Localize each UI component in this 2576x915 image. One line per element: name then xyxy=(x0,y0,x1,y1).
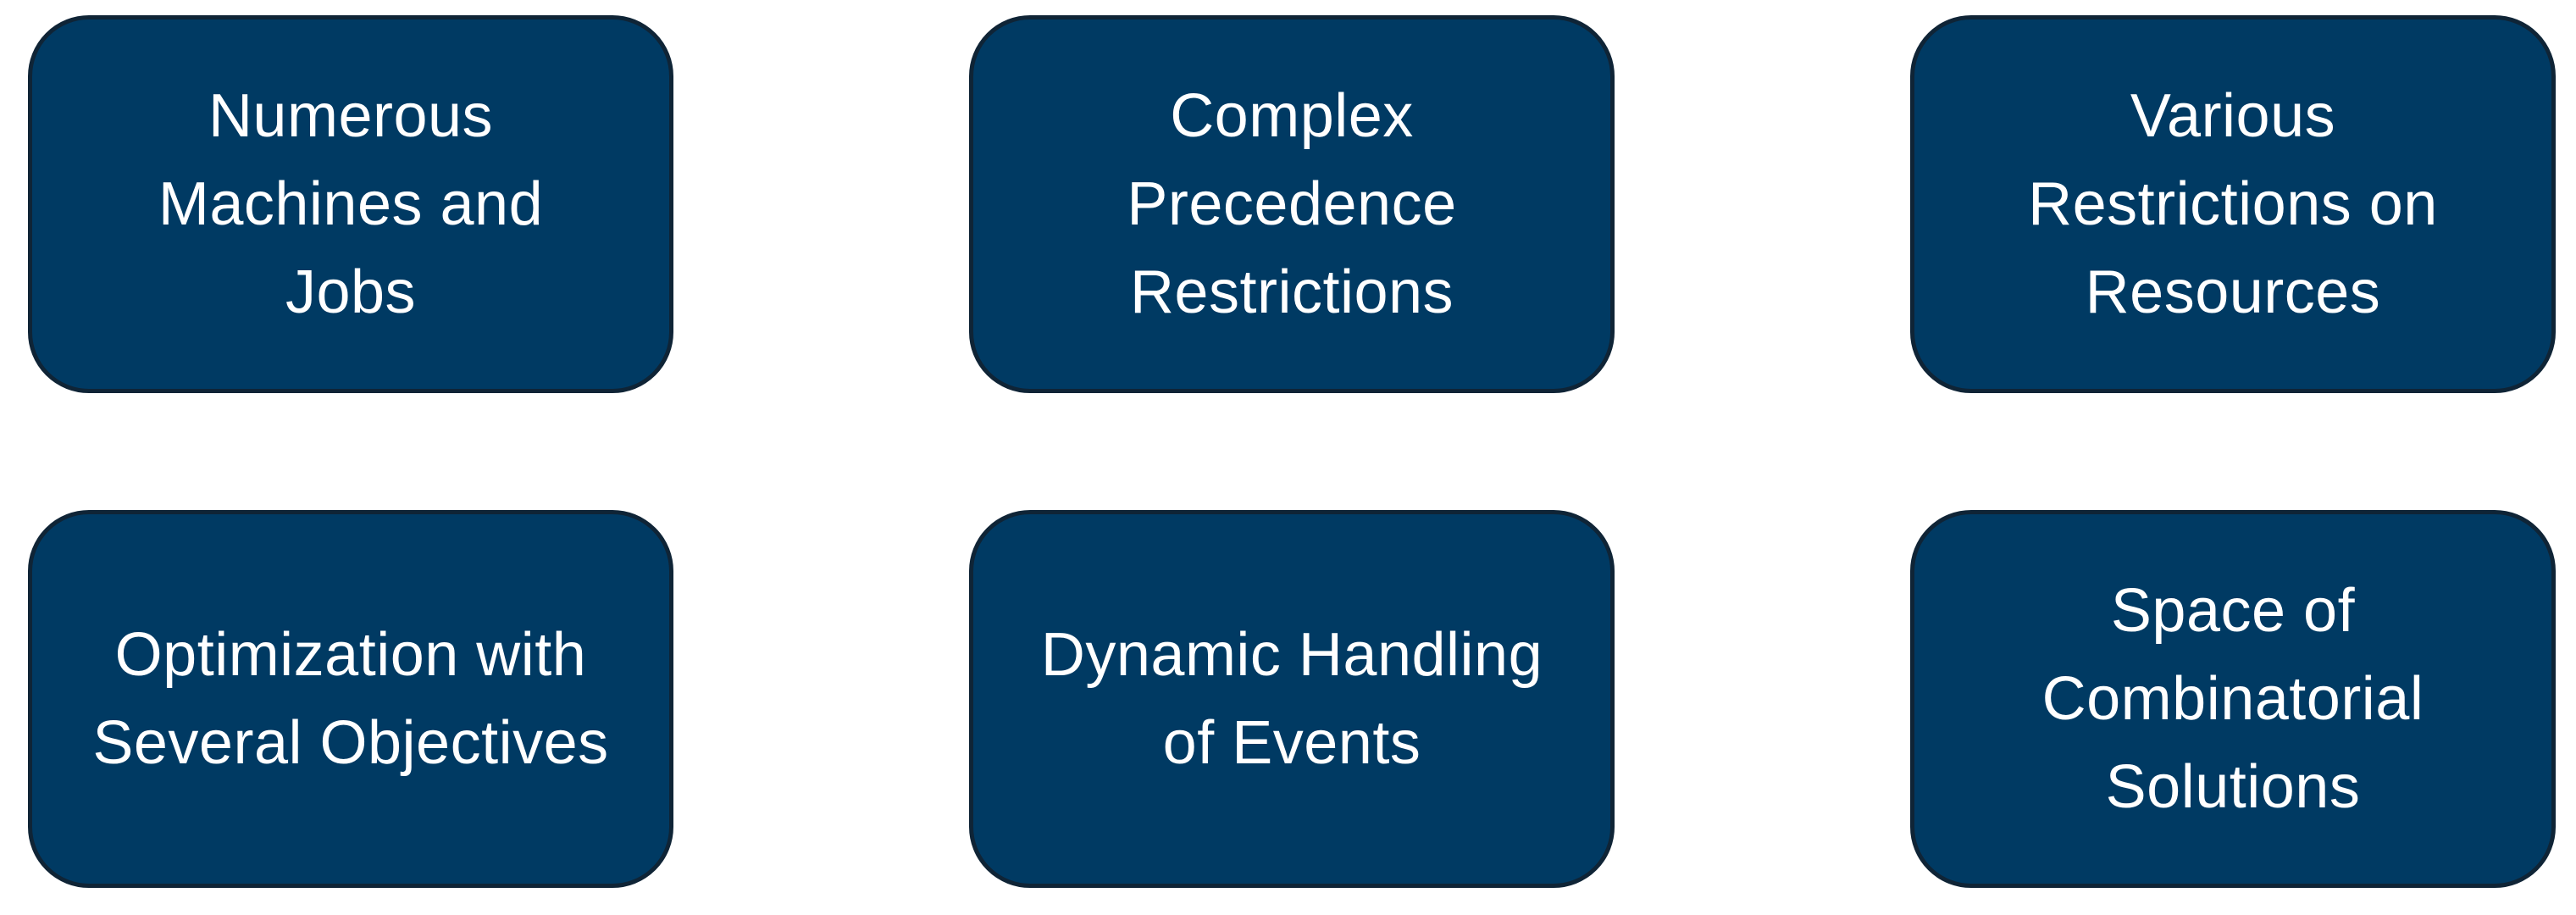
box-dynamic-handling-of-events: Dynamic Handling of Events xyxy=(969,510,1615,888)
box-various-restrictions-on-resources: Various Restrictions on Resources xyxy=(1910,15,2556,393)
box-label: Optimization with Several Objectives xyxy=(92,621,609,777)
box-label: Various Restrictions on Resources xyxy=(2028,82,2438,326)
box-optimization-with-several-objectives: Optimization with Several Objectives xyxy=(28,510,673,888)
box-label: Space of Combinatorial Solutions xyxy=(2041,577,2424,821)
box-label: Dynamic Handling of Events xyxy=(1040,621,1543,777)
box-label: Complex Precedence Restrictions xyxy=(1127,82,1457,326)
box-complex-precedence-restrictions: Complex Precedence Restrictions xyxy=(969,15,1615,393)
box-space-of-combinatorial-solutions: Space of Combinatorial Solutions xyxy=(1910,510,2556,888)
box-label: Numerous Machines and Jobs xyxy=(158,82,544,326)
box-numerous-machines-and-jobs: Numerous Machines and Jobs xyxy=(28,15,673,393)
